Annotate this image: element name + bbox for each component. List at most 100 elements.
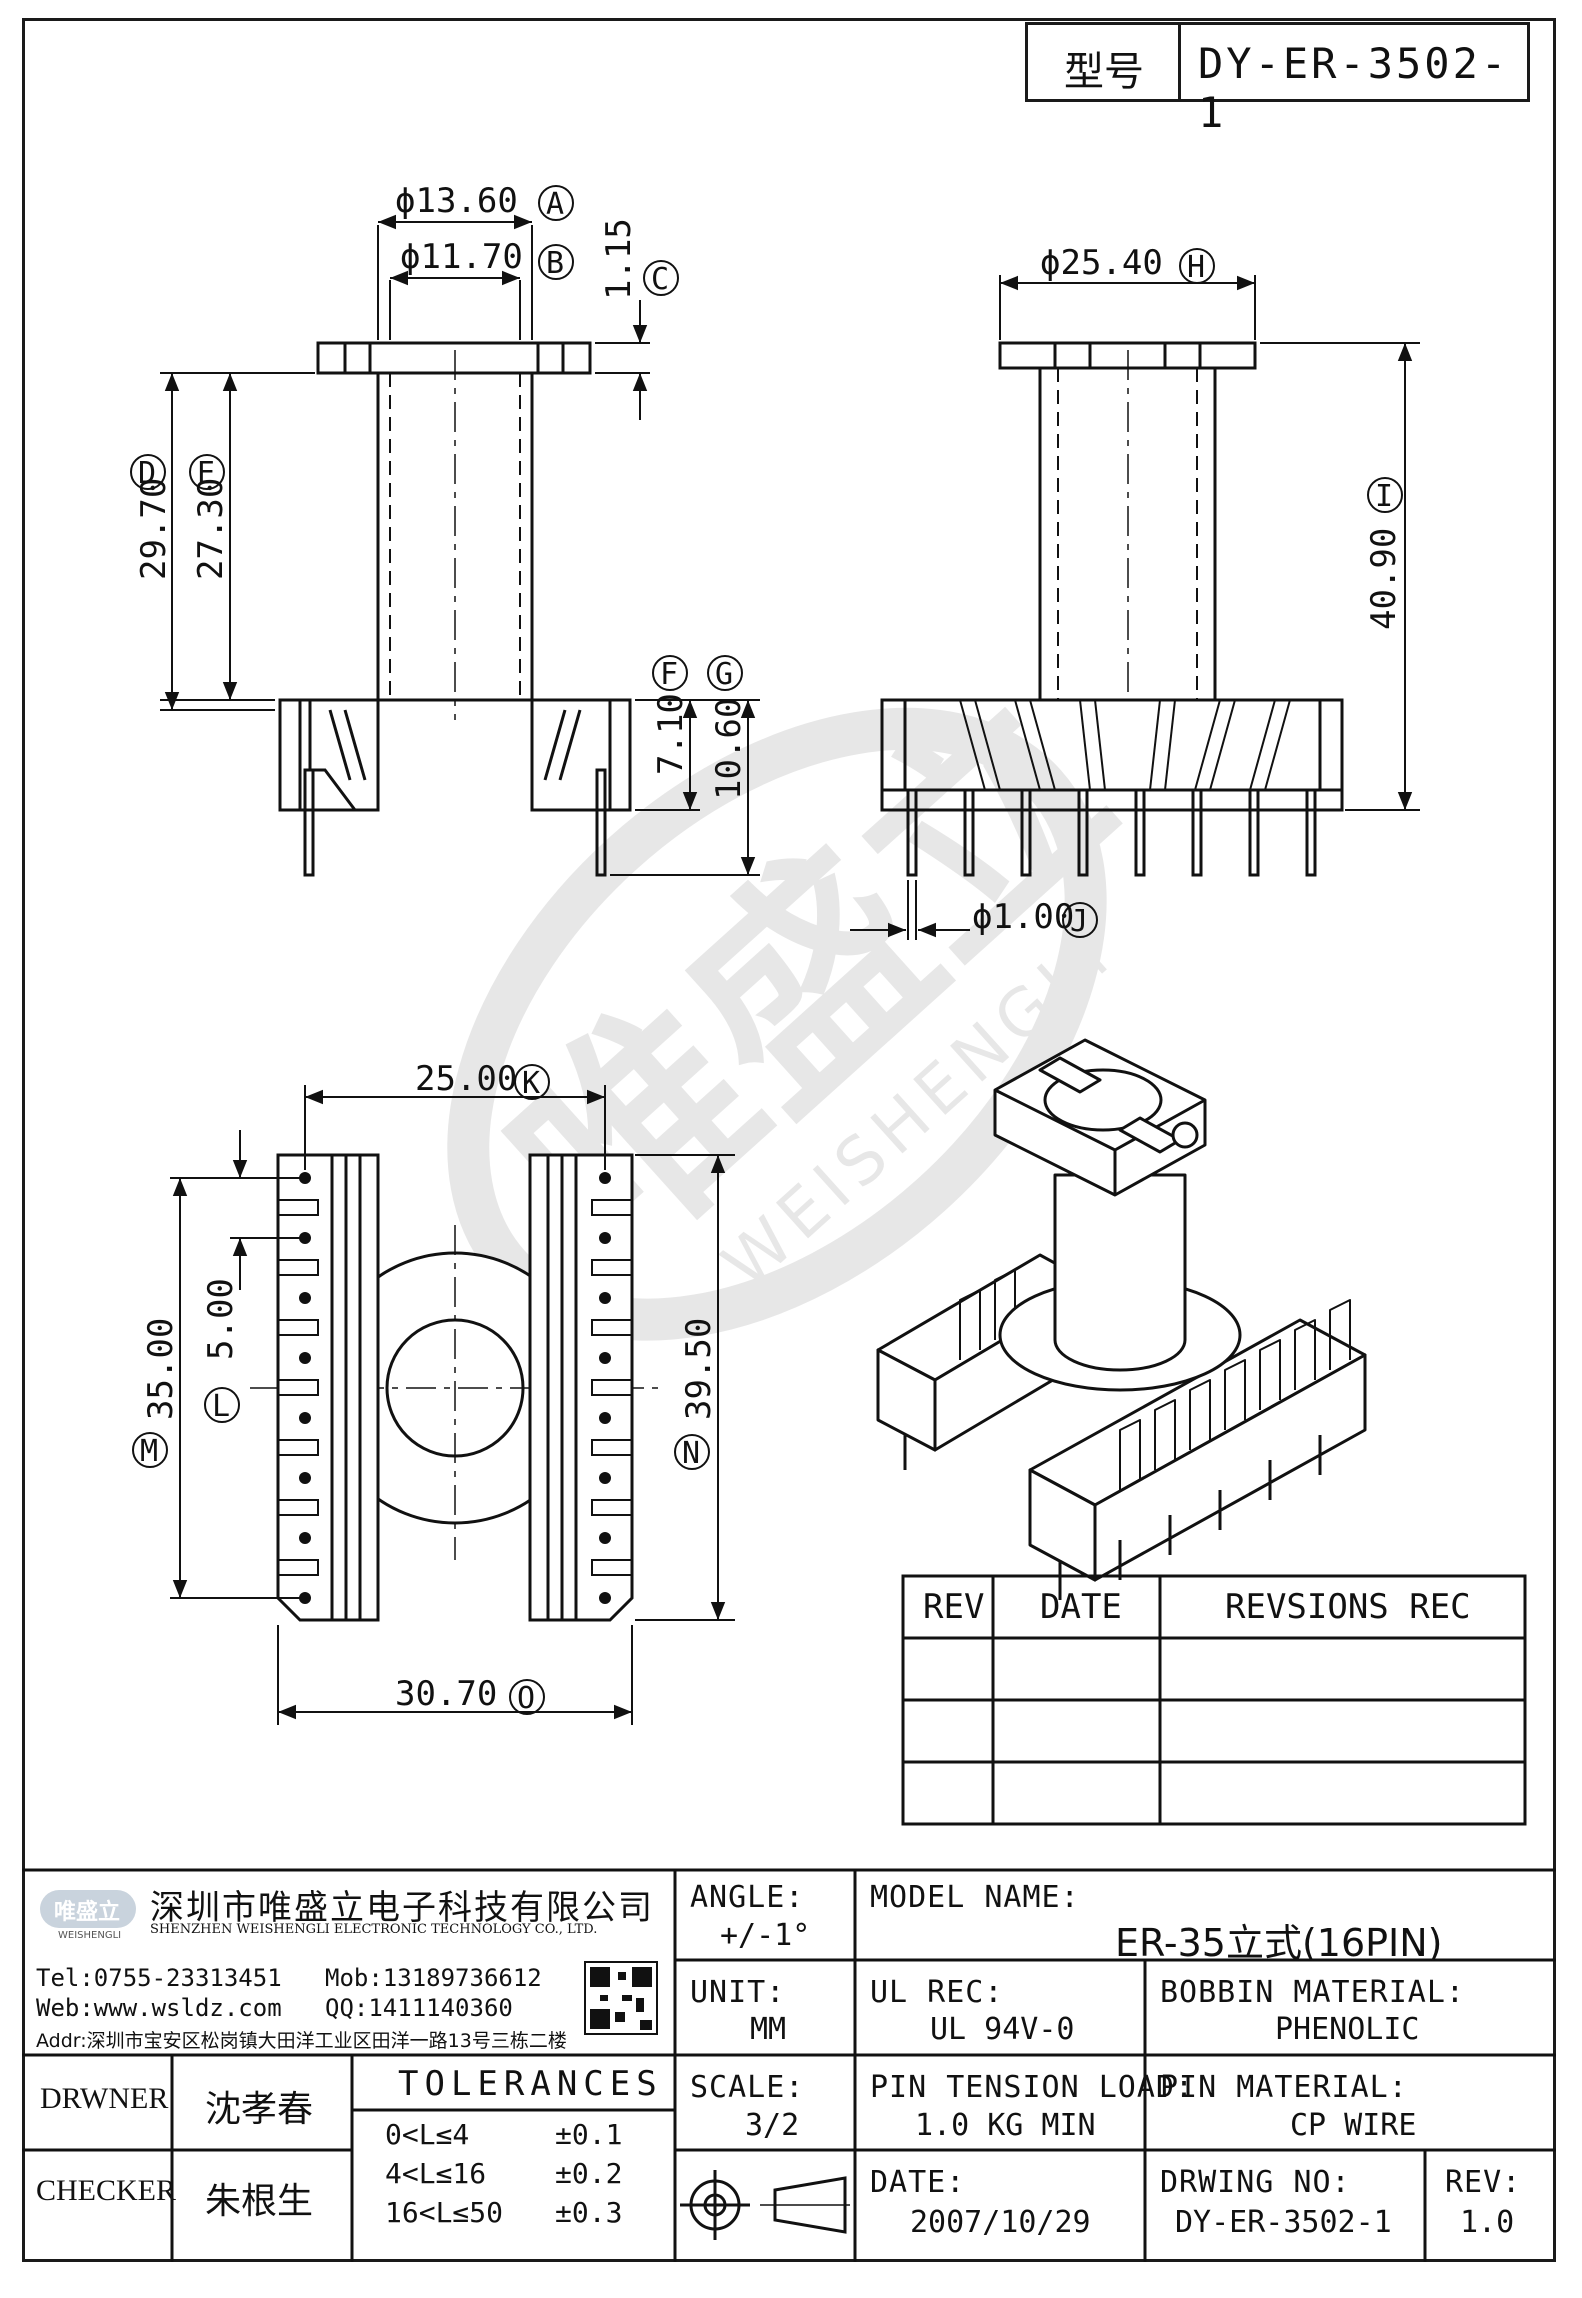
scale-value: 3/2 xyxy=(745,2108,800,2143)
dim-a-label: A xyxy=(546,187,564,222)
dim-n-marker xyxy=(674,1434,710,1470)
dim-i-value: 40.90 xyxy=(1364,528,1404,630)
dim-g-label: G xyxy=(715,657,733,692)
front-view-dims: ϕ13.60 A ϕ11.70 B 1.15 C 29.70 D 27.30 E… xyxy=(130,181,749,800)
dim-k-value: 25.00 xyxy=(415,1059,517,1099)
checker-name: 朱根生 xyxy=(205,2181,314,2222)
tolerance-value-1: ±0.1 xyxy=(555,2118,623,2151)
dim-e-value: 27.30 xyxy=(191,478,231,580)
model-label-cell xyxy=(1028,25,1181,99)
date-label: DATE: xyxy=(870,2165,966,2200)
drawing-no-value: DY-ER-3502-1 xyxy=(1175,2205,1392,2240)
dim-j-label: J xyxy=(1070,904,1088,939)
dim-g-marker xyxy=(707,655,743,691)
dim-a-marker xyxy=(538,185,574,221)
dim-c-value: 1.15 xyxy=(599,218,639,300)
bottom-view-dims: 25.00 K 5.00 L 35.00 M 39.50 N 30.70 O xyxy=(132,1059,719,1716)
angle-value: +/-1° xyxy=(720,1918,811,1953)
dim-j-value: ϕ1.00 xyxy=(972,897,1074,937)
bobbin-material-label: BOBBIN MATERIAL: xyxy=(1160,1975,1465,2010)
drawing-no-label: DRWING NO: xyxy=(1160,2165,1351,2200)
rev-header: REV xyxy=(923,1587,984,1627)
dim-i-label: I xyxy=(1375,479,1393,514)
company-address: Addr:深圳市宝安区松岗镇大田洋工业区田洋一路13号三栋二楼 xyxy=(36,2030,567,2052)
date-header: DATE xyxy=(1040,1587,1122,1627)
tolerance-range-1: 0<L≤4 xyxy=(385,2118,470,2151)
dim-d-marker xyxy=(130,454,166,490)
dim-f-label: F xyxy=(660,657,678,692)
pin-material-value: CP WIRE xyxy=(1290,2108,1417,2143)
model-name-value: ER-35立式(16PIN) xyxy=(1115,1921,1443,1965)
projection-symbol xyxy=(680,2170,850,2240)
pin-tension-label: PIN TENSION LOAD: xyxy=(870,2070,1195,2105)
dim-k-label: K xyxy=(522,1066,540,1101)
unit-label: UNIT: xyxy=(690,1975,786,2010)
dim-h-label: H xyxy=(1187,250,1205,285)
dim-c-label: C xyxy=(651,262,669,297)
dim-l-value: 5.00 xyxy=(201,1278,241,1360)
dim-b-marker xyxy=(538,244,574,280)
dim-o-label: O xyxy=(517,1681,535,1716)
cloud-icon xyxy=(40,1890,136,1928)
qr-code-icon xyxy=(584,1961,658,2035)
logo-text: 唯盛立 xyxy=(54,1900,121,1925)
checker-label: CHECKER xyxy=(36,2174,177,2207)
dim-l-marker xyxy=(204,1387,240,1423)
model-number: DY-ER-3502-1 xyxy=(1198,39,1510,137)
pin-tension-value: 1.0 KG MIN xyxy=(915,2108,1096,2143)
dim-i-marker xyxy=(1367,477,1403,513)
dim-f-marker xyxy=(652,655,688,691)
title-block-grid xyxy=(22,1868,1556,2262)
model-number-box: 型号 DY-ER-3502-1 xyxy=(1025,22,1530,137)
front-view xyxy=(160,214,760,877)
dim-h-marker xyxy=(1179,248,1215,284)
company-qq: QQ:1411140360 xyxy=(325,1994,513,2022)
dim-h-value: ϕ25.40 xyxy=(1040,243,1163,283)
company-tel: Tel:0755-23313451 xyxy=(36,1964,282,1992)
dim-n-value: 39.50 xyxy=(679,1318,719,1420)
dim-m-value: 35.00 xyxy=(141,1318,181,1420)
revision-table xyxy=(901,1574,1527,1826)
tolerances-title: TOLERANCES xyxy=(398,2064,663,2104)
dim-e-marker xyxy=(189,454,225,490)
model-label: 型号 xyxy=(1064,49,1144,95)
company-mob: Mob:13189736612 xyxy=(325,1964,542,1992)
revisions-rec-header: REVSIONS REC xyxy=(1225,1587,1471,1627)
dim-d-label: D xyxy=(138,456,156,491)
company-name-en: SHENZHEN WEISHENGLI ELECTRONIC TECHNOLOG… xyxy=(150,1922,598,1937)
ul-rec-value: UL 94V-0 xyxy=(930,2012,1075,2047)
dim-b-value: ϕ11.70 xyxy=(400,237,523,277)
drawer-name: 沈孝春 xyxy=(205,2089,314,2130)
dim-d-value: 29.70 xyxy=(134,478,174,580)
angle-label: ANGLE: xyxy=(690,1880,805,1915)
dim-m-marker xyxy=(132,1432,168,1468)
company-logo: 唯盛立 WEISHENGLI xyxy=(40,1886,140,1948)
tolerance-value-3: ±0.3 xyxy=(555,2196,623,2229)
company-web: Web:www.wsldz.com xyxy=(36,1994,282,2022)
tolerance-value-2: ±0.2 xyxy=(555,2157,623,2190)
dim-g-value: 10.60 xyxy=(709,698,749,800)
rev-label: REV: xyxy=(1445,2165,1522,2200)
bobbin-material-value: PHENOLIC xyxy=(1275,2012,1420,2047)
revision-table-headers: REV DATE REVSIONS REC xyxy=(923,1587,1471,1627)
dim-l-label: L xyxy=(212,1389,230,1424)
ul-rec-label: UL REC: xyxy=(870,1975,1004,2010)
model-name-label: MODEL NAME: xyxy=(870,1880,1080,1915)
dim-o-marker xyxy=(509,1679,545,1715)
dim-f-value: 7.10 xyxy=(651,693,691,775)
tolerance-range-2: 4<L≤16 xyxy=(385,2157,487,2190)
dim-o-value: 30.70 xyxy=(395,1674,497,1714)
drawing-frame xyxy=(22,18,1556,2262)
date-value: 2007/10/29 xyxy=(910,2205,1091,2240)
dim-j-marker xyxy=(1062,902,1098,938)
side-view xyxy=(850,275,1420,940)
dim-a-value: ϕ13.60 xyxy=(395,181,518,221)
tolerance-range-3: 16<L≤50 xyxy=(385,2196,504,2229)
drawer-label: DRWNER xyxy=(40,2082,169,2115)
rev-value: 1.0 xyxy=(1460,2205,1515,2240)
dim-k-marker xyxy=(514,1064,550,1100)
unit-value: MM xyxy=(750,2012,787,2047)
logo-subtext: WEISHENGLI xyxy=(58,1930,122,1941)
